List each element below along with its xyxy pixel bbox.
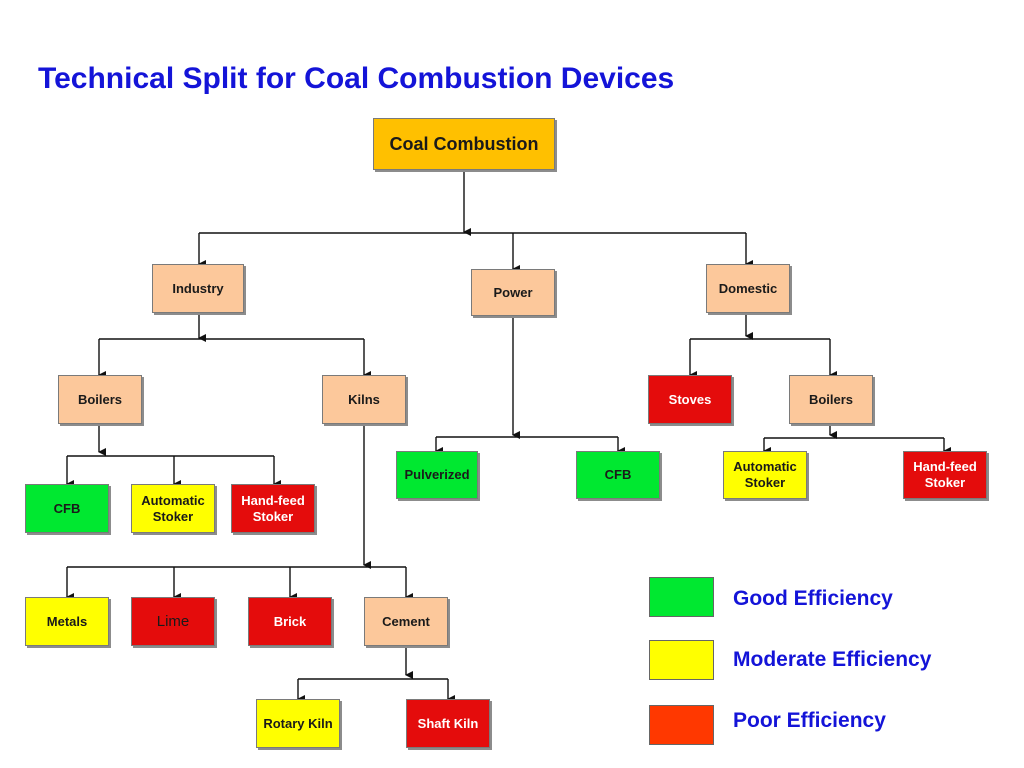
node-domestic-hand-feed-stoker: Hand-feed Stoker [903,451,987,499]
legend-swatch-moderate [649,640,714,680]
node-pulverized: Pulverized [396,451,478,499]
node-brick: Brick [248,597,332,646]
legend-label-moderate: Moderate Efficiency [733,648,932,671]
node-industry-boilers: Boilers [58,375,142,424]
legend-swatch-poor [649,705,714,745]
node-power: Power [471,269,555,316]
node-domestic: Domestic [706,264,790,313]
diagram-title: Technical Split for Coal Combustion Devi… [38,62,675,95]
node-industry-cfb: CFB [25,484,109,533]
node-industry-automatic-stoker: Automatic Stoker [131,484,215,533]
node-domestic-boilers: Boilers [789,375,873,424]
legend-swatch-good [649,577,714,617]
node-lime: Lime [131,597,215,646]
node-shaft-kiln: Shaft Kiln [406,699,490,748]
node-industry-hand-feed-stoker: Hand-feed Stoker [231,484,315,533]
legend-label-poor: Poor Efficiency [733,709,886,732]
legend-label-good: Good Efficiency [733,587,893,610]
node-kilns: Kilns [322,375,406,424]
node-power-cfb: CFB [576,451,660,499]
node-rotary-kiln: Rotary Kiln [256,699,340,748]
node-stoves: Stoves [648,375,732,424]
node-metals: Metals [25,597,109,646]
node-coal-combustion: Coal Combustion [373,118,555,170]
node-industry: Industry [152,264,244,313]
node-cement: Cement [364,597,448,646]
node-domestic-automatic-stoker: Automatic Stoker [723,451,807,499]
